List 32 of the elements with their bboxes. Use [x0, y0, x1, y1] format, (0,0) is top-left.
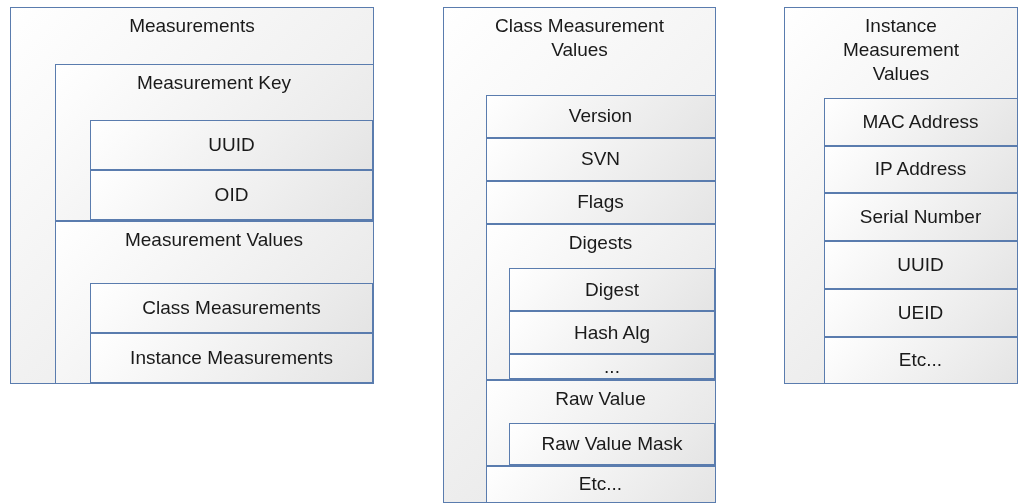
group-title: Measurement Values: [123, 227, 305, 252]
field-row: Version: [485, 94, 716, 138]
field-row: UUID: [90, 120, 373, 170]
group-panel: [784, 7, 1018, 384]
group-title: Measurement Key: [135, 70, 293, 95]
field-row: UUID: [823, 240, 1018, 289]
field-row: ...: [509, 354, 715, 379]
field-row: UEID: [823, 288, 1018, 337]
group-panel: [54, 63, 374, 221]
group-panel: [485, 223, 716, 380]
field-row: OID: [90, 170, 373, 220]
field-row: Serial Number: [823, 192, 1018, 241]
field-row: Digest: [509, 268, 715, 311]
group-panel: [485, 379, 716, 466]
field-row: Etc...: [485, 465, 716, 503]
field-row: IP Address: [823, 145, 1018, 193]
field-row: Raw Value Mask: [509, 423, 715, 465]
group-panel: [54, 220, 374, 384]
field-row: SVN: [485, 137, 716, 181]
field-row: Etc...: [823, 336, 1018, 384]
field-row: MAC Address: [823, 97, 1018, 146]
field-row: Flags: [485, 180, 716, 224]
group-title: Class Measurement Values: [494, 14, 665, 62]
group-panel: [10, 7, 374, 384]
field-row: Instance Measurements: [90, 333, 373, 383]
group-title: Digests: [567, 230, 634, 255]
field-row: Class Measurements: [90, 283, 373, 333]
field-row: Hash Alg: [509, 311, 715, 354]
group-panel: [443, 7, 716, 503]
group-title: Instance Measurement Values: [841, 14, 961, 86]
group-title: Raw Value: [554, 386, 647, 411]
group-title: Measurements: [128, 14, 256, 38]
